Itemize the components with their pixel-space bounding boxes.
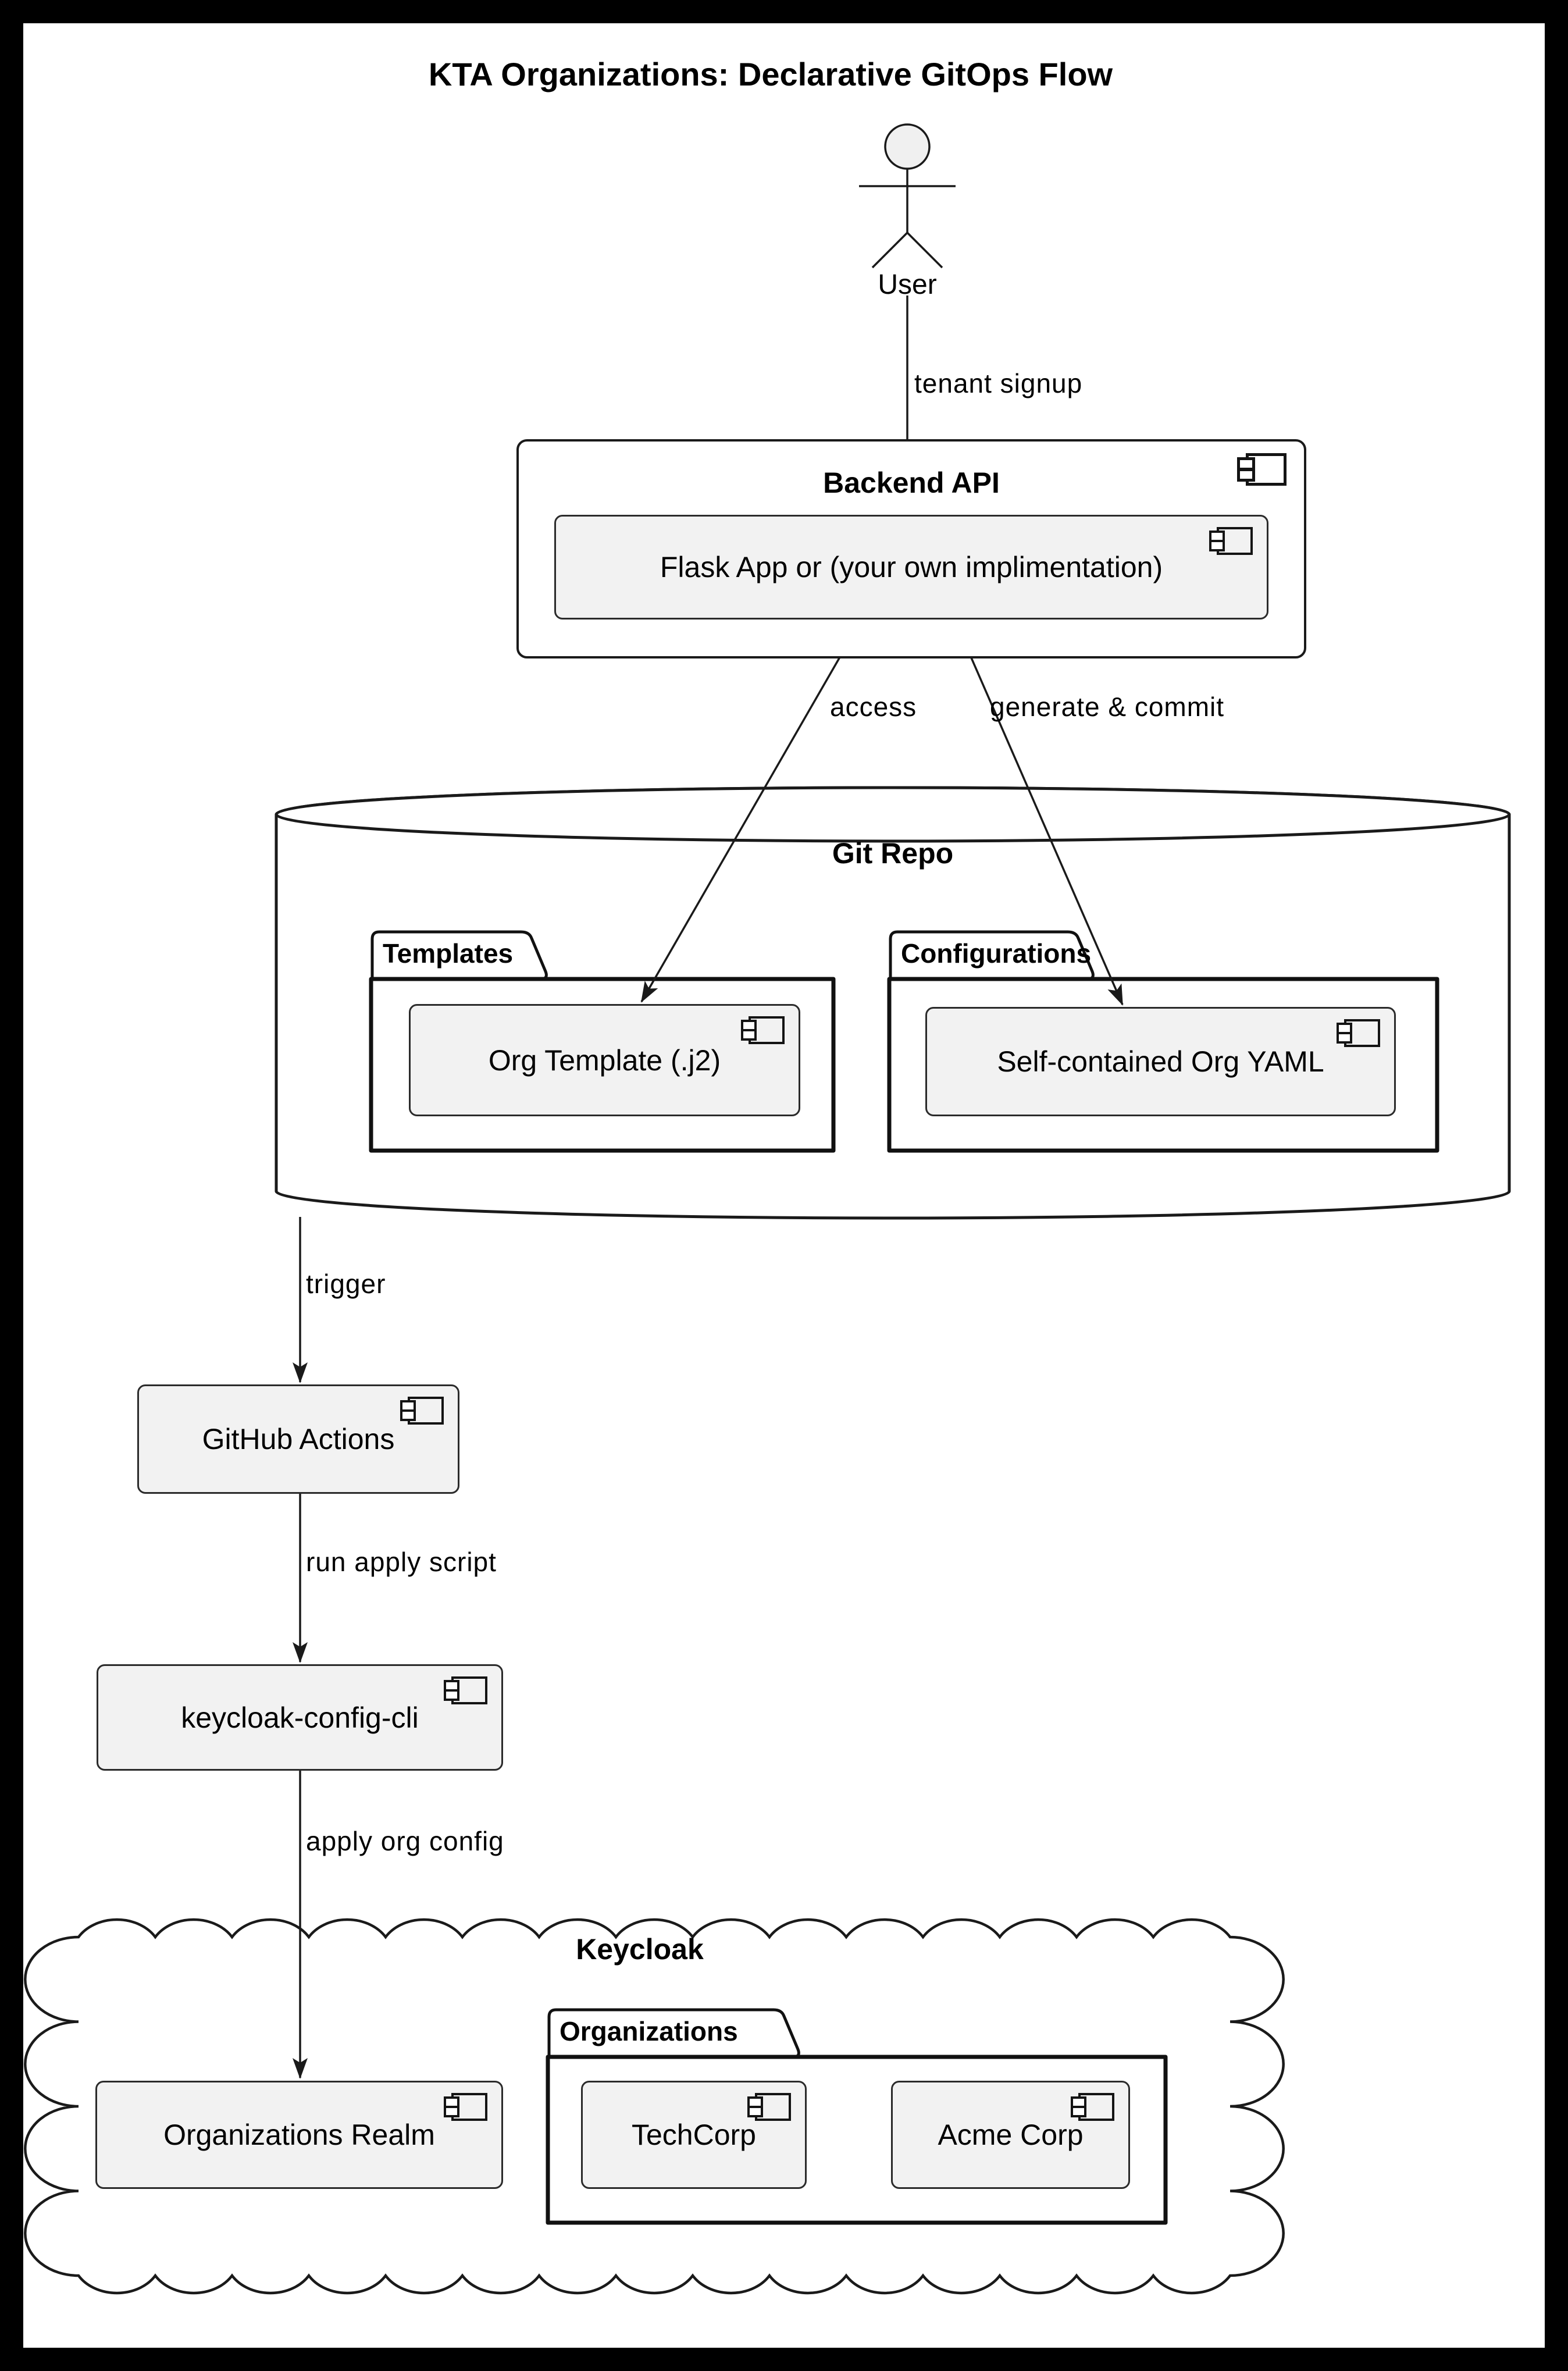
org-yaml-label: Self-contained Org YAML — [997, 1045, 1324, 1078]
generate-commit-label: generate & commit — [990, 692, 1225, 722]
component-icon — [747, 2093, 791, 2121]
component-icon — [444, 2093, 487, 2121]
keycloak-config-cli-component: keycloak-config-cli — [97, 1664, 503, 1771]
component-icon — [1209, 527, 1253, 555]
org-template-label: Org Template (.j2) — [488, 1044, 721, 1077]
page-title: KTA Organizations: Declarative GitOps Fl… — [428, 56, 1113, 92]
configurations-folder-label: Configurations — [901, 938, 1092, 969]
user-actor-label: User — [878, 269, 937, 300]
component-icon — [1237, 453, 1287, 486]
keycloak-config-cli-label: keycloak-config-cli — [181, 1701, 419, 1734]
apply-org-config-label: apply org config — [306, 1826, 504, 1856]
component-icon — [400, 1397, 444, 1425]
org-yaml-component: Self-contained Org YAML — [925, 1007, 1396, 1116]
flask-app-label: Flask App or (your own implimentation) — [660, 551, 1163, 583]
acme-corp-label: Acme Corp — [938, 2119, 1084, 2151]
backend-api-label: Backend API — [823, 467, 1000, 499]
keycloak-label: Keycloak — [576, 1933, 704, 1966]
cylinder-rim — [275, 786, 1511, 843]
component-icon — [1071, 2093, 1114, 2121]
actor-head — [884, 123, 931, 170]
techcorp-component: TechCorp — [581, 2081, 807, 2189]
tenant-signup-label: tenant signup — [914, 368, 1083, 398]
org-template-component: Org Template (.j2) — [409, 1004, 800, 1116]
acme-corp-component: Acme Corp — [891, 2081, 1130, 2189]
diagram-shapes — [24, 123, 1511, 2295]
organizations-realm-label: Organizations Realm — [163, 2119, 435, 2151]
flask-app-component: Flask App or (your own implimentation) — [554, 515, 1268, 620]
backend-api-container: Backend API Flask App or (your own impli… — [516, 439, 1306, 658]
access-label: access — [830, 692, 917, 722]
component-icon — [444, 1676, 487, 1704]
techcorp-label: TechCorp — [632, 2119, 756, 2151]
organizations-folder-label: Organizations — [560, 2016, 738, 2046]
diagram-canvas: KTA Organizations: Declarative GitOps Fl… — [23, 23, 1545, 2348]
edge-access — [640, 617, 864, 1003]
github-actions-component: GitHub Actions — [137, 1384, 459, 1494]
run-apply-script-label: run apply script — [306, 1547, 497, 1577]
edge-generate-commit — [953, 617, 1124, 1006]
user-actor-figure — [859, 123, 956, 269]
git-repo-label: Git Repo — [832, 837, 954, 870]
component-icon — [741, 1016, 785, 1044]
organizations-realm-component: Organizations Realm — [95, 2081, 503, 2189]
trigger-label: trigger — [306, 1269, 386, 1299]
github-actions-label: GitHub Actions — [202, 1423, 395, 1455]
templates-folder-label: Templates — [383, 938, 514, 969]
component-icon — [1337, 1019, 1380, 1047]
